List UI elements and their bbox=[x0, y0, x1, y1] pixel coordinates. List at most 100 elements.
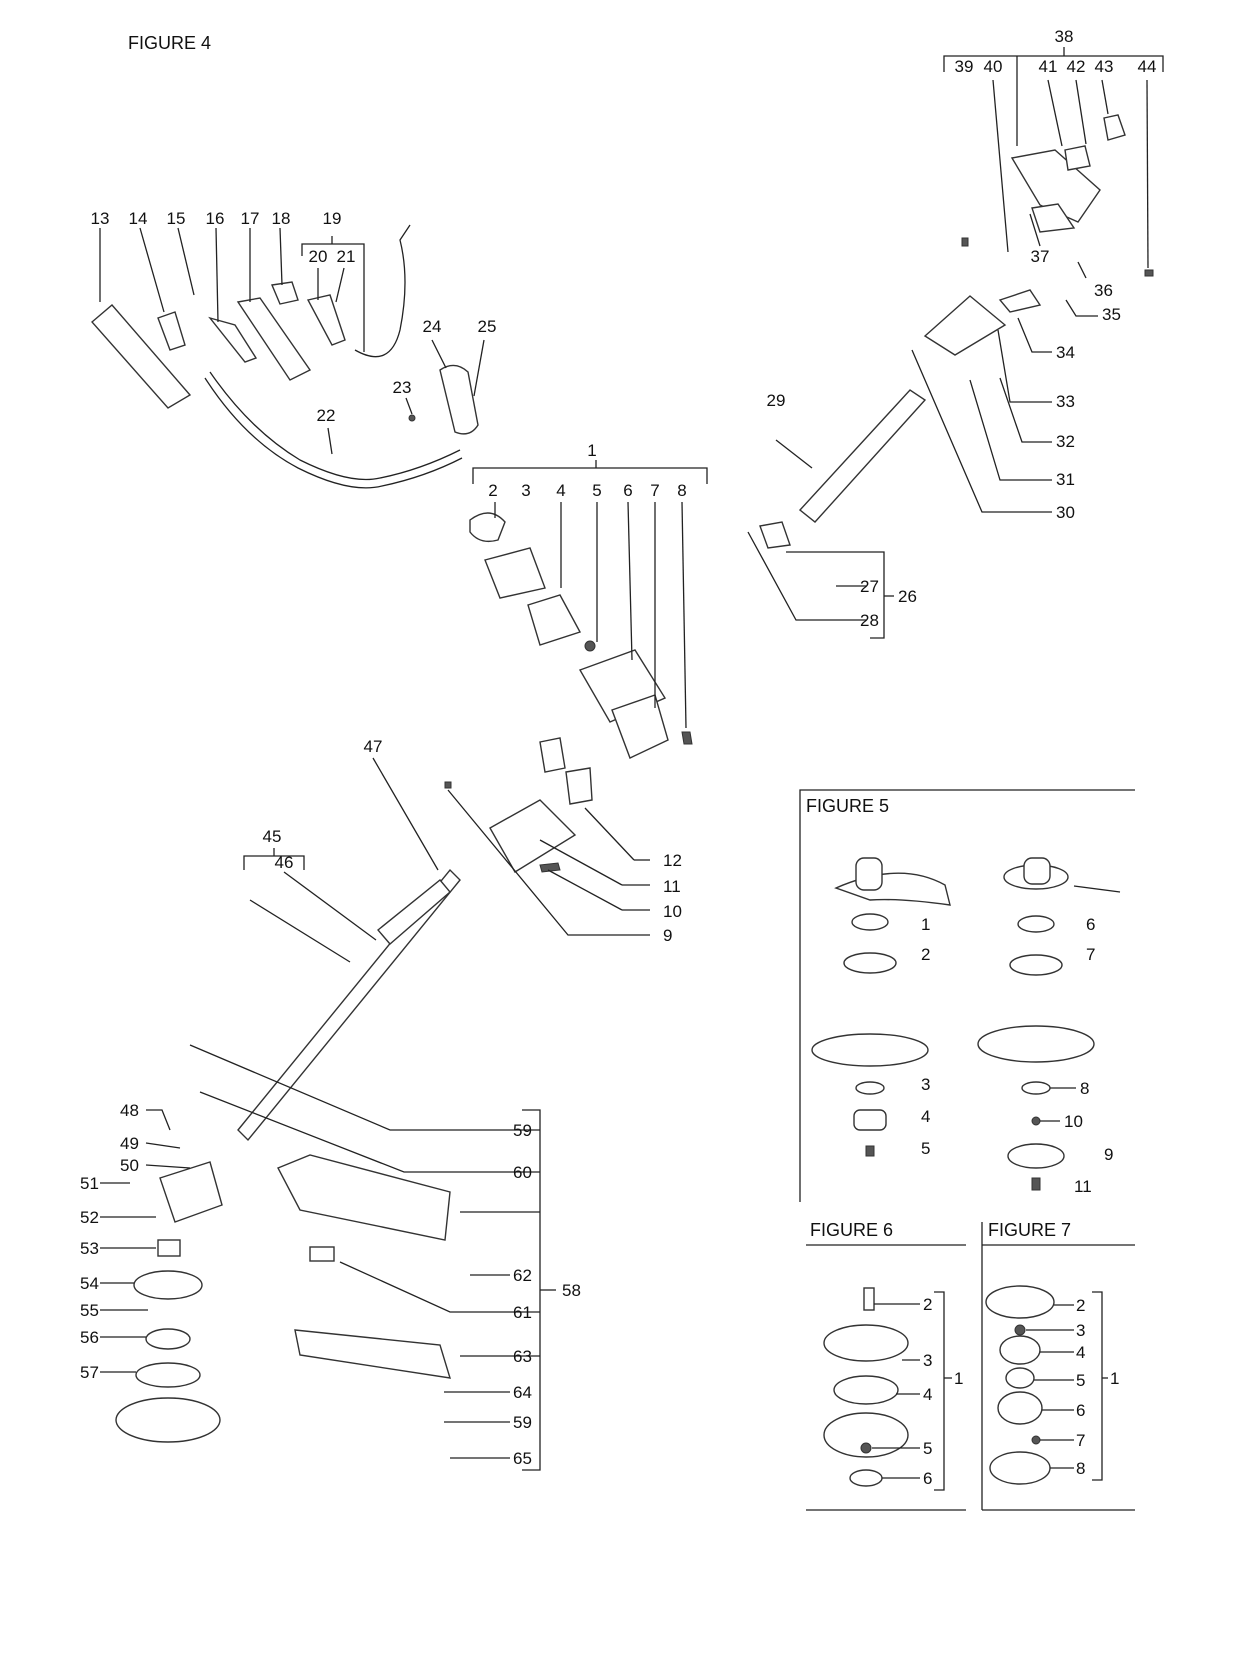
shaft-sleeve bbox=[376, 879, 451, 945]
fig7-label-7: 7 bbox=[1076, 1431, 1085, 1450]
label-27: 27 bbox=[860, 577, 879, 596]
nut-right-part bbox=[1031, 1116, 1041, 1126]
bolt-part bbox=[681, 731, 693, 745]
coupler-leader-lines bbox=[447, 789, 650, 936]
figure-6-leaders bbox=[872, 1291, 952, 1491]
figure-4-labels: 1 2 3 4 5 6 7 8 9 10 11 12 13 14 15 16 1… bbox=[80, 27, 1156, 1468]
figure-7-leaders bbox=[1026, 1291, 1108, 1481]
bump-knob-part bbox=[849, 1469, 883, 1487]
gear-head-left-part bbox=[855, 857, 883, 891]
fig5-label-3: 3 bbox=[921, 1075, 930, 1094]
lever-part bbox=[208, 316, 258, 363]
collar-right-part bbox=[1017, 915, 1055, 933]
loop-handle-tube-inner bbox=[204, 377, 463, 489]
label-21: 21 bbox=[337, 247, 356, 266]
guard-assembly-drawing bbox=[115, 1154, 451, 1443]
bearing-part bbox=[157, 1239, 181, 1257]
handle-housing-part bbox=[91, 304, 192, 409]
fig5-label-2: 2 bbox=[921, 945, 930, 964]
cover-right-part bbox=[1007, 1143, 1065, 1169]
label-51: 51 bbox=[80, 1174, 99, 1193]
label-26: 26 bbox=[898, 587, 917, 606]
spring-part bbox=[584, 640, 596, 652]
label-59: 59 bbox=[513, 1121, 532, 1140]
figure-6-title: FIGURE 6 bbox=[810, 1220, 893, 1240]
figure-5-leaders bbox=[1040, 885, 1121, 1122]
spindle-part bbox=[863, 1287, 875, 1311]
label-36: 36 bbox=[1094, 281, 1113, 300]
label-14: 14 bbox=[129, 209, 148, 228]
label-3: 3 bbox=[521, 481, 530, 500]
label-65: 65 bbox=[513, 1449, 532, 1468]
fig5-label-6: 6 bbox=[1086, 915, 1095, 934]
label-42: 42 bbox=[1067, 57, 1086, 76]
fig7-label-3: 3 bbox=[1076, 1321, 1085, 1340]
label-50: 50 bbox=[120, 1156, 139, 1175]
washer-part bbox=[133, 1270, 203, 1300]
gear-cover-part bbox=[611, 694, 669, 759]
shaft-tube-part bbox=[798, 389, 927, 523]
cap-part bbox=[985, 1285, 1055, 1319]
label-23: 23 bbox=[393, 378, 412, 397]
fig5-label-8: 8 bbox=[1080, 1079, 1089, 1098]
grass-blade-part bbox=[977, 1025, 1095, 1063]
guard-part bbox=[277, 1154, 451, 1241]
small-screw-part bbox=[444, 781, 452, 789]
label-61: 61 bbox=[513, 1303, 532, 1322]
fig6-label-5: 5 bbox=[923, 1439, 932, 1458]
label-2: 2 bbox=[488, 481, 497, 500]
label-31: 31 bbox=[1056, 470, 1075, 489]
bracket-part-61 bbox=[309, 1246, 335, 1262]
washer-right-part bbox=[1009, 954, 1063, 976]
label-43: 43 bbox=[1095, 57, 1114, 76]
label-33: 33 bbox=[1056, 392, 1075, 411]
cap-part bbox=[1064, 145, 1091, 171]
figure-7-labels: 2 3 4 5 6 7 8 1 bbox=[1076, 1296, 1119, 1478]
guard-leader-lines bbox=[100, 1044, 556, 1471]
label-20: 20 bbox=[309, 247, 328, 266]
label-5: 5 bbox=[592, 481, 601, 500]
figure-5: FIGURE 5 1 bbox=[799, 789, 1135, 1202]
washer-left-part bbox=[843, 952, 897, 974]
drive-shaft-drawing bbox=[237, 868, 461, 1142]
bolt-left-part bbox=[865, 1145, 875, 1157]
label-47: 47 bbox=[364, 737, 383, 756]
knob-cap-part bbox=[1103, 114, 1126, 141]
housing-part bbox=[997, 1391, 1043, 1425]
spring-part bbox=[1014, 1324, 1026, 1336]
trigger-part bbox=[157, 311, 186, 351]
label-57: 57 bbox=[80, 1363, 99, 1382]
head-leader-lines bbox=[472, 460, 708, 729]
label-53: 53 bbox=[80, 1239, 99, 1258]
trimmer-head-part bbox=[115, 1397, 221, 1443]
fig7-label-5: 5 bbox=[1076, 1371, 1085, 1390]
cover-leader-lines bbox=[747, 47, 1164, 639]
cover-part bbox=[484, 547, 546, 599]
label-13: 13 bbox=[91, 209, 110, 228]
blade-part bbox=[294, 1329, 451, 1379]
figure-4-title: FIGURE 4 bbox=[128, 33, 211, 53]
base-part bbox=[989, 1451, 1051, 1485]
fig7-label-8: 8 bbox=[1076, 1459, 1085, 1478]
handle-leader-lines bbox=[99, 227, 485, 455]
spool-cover-part bbox=[823, 1324, 909, 1362]
label-17: 17 bbox=[241, 209, 260, 228]
loop-handle-tube bbox=[209, 371, 461, 481]
label-60: 60 bbox=[513, 1163, 532, 1182]
label-7: 7 bbox=[650, 481, 659, 500]
bolt-right-part bbox=[1031, 1177, 1041, 1191]
label-48: 48 bbox=[120, 1101, 139, 1120]
handle-assembly-drawing bbox=[91, 224, 479, 489]
bracket-part bbox=[1031, 203, 1076, 233]
fig5-label-1: 1 bbox=[921, 915, 930, 934]
fig7-label-4: 4 bbox=[1076, 1343, 1085, 1362]
label-22: 22 bbox=[317, 406, 336, 425]
spool-housing-part bbox=[823, 1412, 909, 1458]
small-pin-part bbox=[961, 237, 969, 247]
label-25: 25 bbox=[478, 317, 497, 336]
top-cover-part bbox=[1010, 149, 1101, 223]
figure-5-frame bbox=[799, 789, 1135, 1202]
label-41: 41 bbox=[1039, 57, 1058, 76]
figure-5-title: FIGURE 5 bbox=[806, 796, 889, 816]
label-55: 55 bbox=[80, 1301, 99, 1320]
